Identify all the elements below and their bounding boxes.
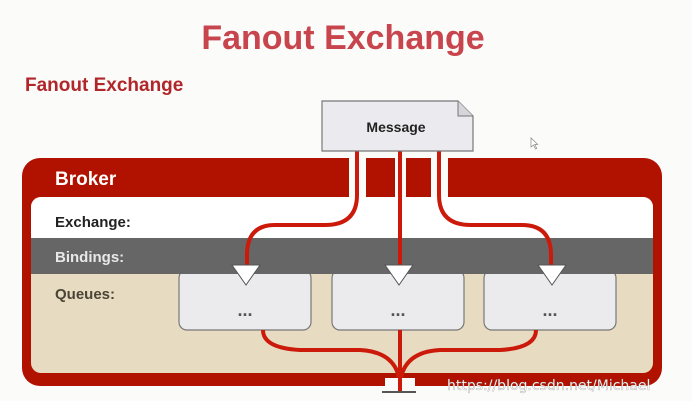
queue-3: ... xyxy=(483,269,617,331)
broker-label: Broker xyxy=(55,169,117,190)
page-title: Fanout Exchange xyxy=(201,19,484,57)
watermark: https://blog.csdn.net/Michael xyxy=(447,378,650,394)
bindings-label: Bindings: xyxy=(55,249,124,266)
message-box: Message xyxy=(321,100,474,152)
exchange-label: Exchange: xyxy=(55,214,131,231)
queues-label: Queues: xyxy=(55,286,115,303)
queue-2-label: ... xyxy=(390,300,405,320)
arrow-down-icon xyxy=(537,264,567,286)
queue-1-label: ... xyxy=(237,300,252,320)
subtitle: Fanout Exchange xyxy=(25,75,183,96)
route-line-right xyxy=(437,151,553,266)
arrow-down-icon xyxy=(384,264,414,286)
queue-3-label: ... xyxy=(542,300,557,320)
exchange-row xyxy=(31,197,653,238)
arrow-down-icon xyxy=(231,264,261,286)
route-line-left xyxy=(245,151,359,266)
cursor-icon xyxy=(530,137,539,150)
message-label: Message xyxy=(366,119,425,135)
out-line-left xyxy=(261,329,402,392)
out-line-right xyxy=(398,329,538,386)
